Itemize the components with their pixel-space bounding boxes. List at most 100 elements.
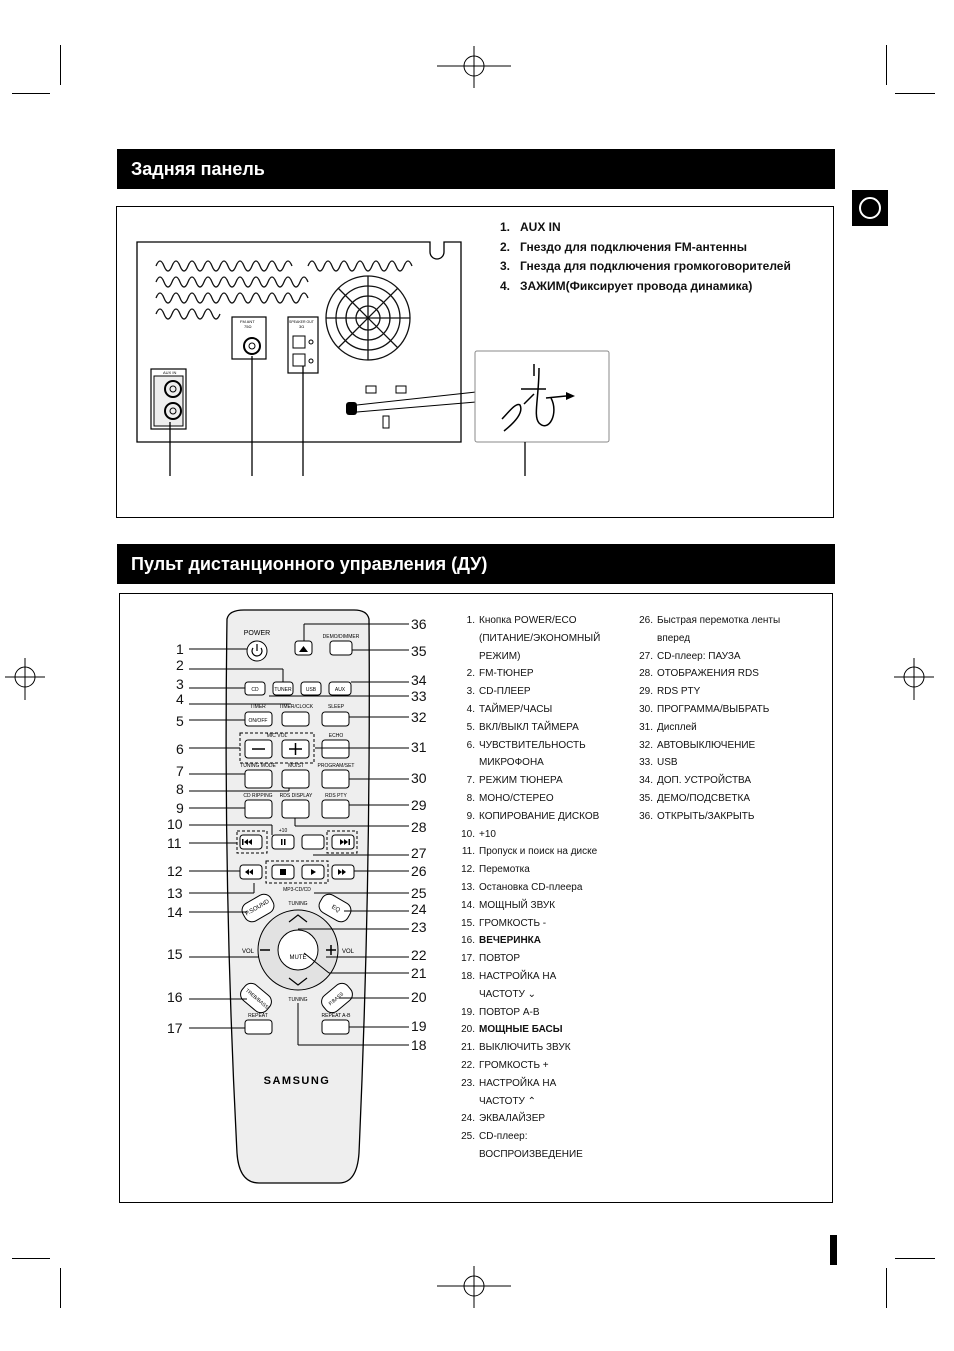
item-text: ВКЛ/ВЫКЛ ТАЙМЕРА [479, 721, 579, 733]
repeat-label: REPEAT [248, 1013, 268, 1019]
list-item: 36.ОТКРЫТЬ/ЗАКРЫТЬ [636, 808, 780, 826]
item-text: ОТОБРАЖЕНИЯ RDS [657, 668, 759, 680]
list-item: 1. Кнопка POWER/ECO [458, 612, 600, 630]
program-set-label: PROGRAM/SET [318, 763, 355, 769]
item-text: МОЩНЫЙ ЗВУК [479, 899, 556, 911]
vol-plus-label: VOL [342, 949, 355, 955]
list-item: 12. Перемотка [458, 861, 600, 879]
callout-30: 30 [411, 770, 427, 786]
mo-st-label: MO/ST [288, 763, 304, 769]
callout-21: 21 [411, 965, 427, 981]
brand-logo: SAMSUNG [264, 1075, 331, 1087]
list-item: 35.ДЕМО/ПОДСВЕТКА [636, 790, 780, 808]
echo-label: ECHO [329, 733, 344, 739]
item-text: Перемотка [479, 864, 530, 876]
aux-label: AUX [335, 687, 346, 693]
item-number: 24. [461, 1113, 475, 1125]
item-number [458, 1146, 475, 1164]
callout-33: 33 [411, 688, 427, 704]
list-item: вперед [636, 630, 780, 648]
item-number: 23. [461, 1077, 475, 1089]
list-item: 16.ВЕЧЕРИНКА [458, 932, 600, 950]
list-item: 29. RDS PTY [636, 683, 780, 701]
rear-panel-list: 1.AUX IN 2.Гнездо для подключения FM-ант… [500, 218, 791, 296]
list-item: 7.РЕЖИМ ТЮНЕРА [458, 772, 600, 790]
item-text: МИКРОФОНА [479, 757, 544, 769]
item-number [458, 986, 475, 1004]
item-text: FM-ТЮНЕР [479, 668, 534, 680]
item-number: 15. [461, 917, 475, 929]
item-number: 31. [639, 721, 653, 733]
item-text: МОНО/СТЕРЕО [479, 792, 554, 804]
list-item: 19.ПОВТОР A-B [458, 1004, 600, 1022]
eq-label: EQ [330, 904, 341, 914]
item-number: 1. [466, 615, 475, 626]
item-number [458, 648, 475, 666]
item-text: +10 [479, 828, 496, 840]
item-number: 29. [639, 686, 653, 698]
list-item: 20.МОЩНЫЕ БАСЫ [458, 1021, 600, 1039]
item-number: 7. [466, 775, 475, 787]
callout-13: 13 [167, 885, 183, 901]
item-number: 30. [639, 703, 653, 715]
cd-label: CD [251, 687, 259, 693]
item-number: 17. [461, 953, 475, 965]
tuner-label: TUNER [274, 687, 292, 693]
list-item: 25.CD-плеер: [458, 1128, 600, 1146]
mute-label: MUTE [290, 955, 307, 961]
item-number: 12. [461, 864, 475, 876]
item-number: 8. [466, 792, 475, 804]
speaker-out-label: SPEAKER OUT [289, 320, 315, 324]
list-item: 4.ЗАЖИМ (Фиксирует провода динамика) [500, 278, 753, 293]
item-number: 4. [466, 703, 475, 715]
item-number: 11. [461, 846, 475, 858]
item-number: 26. [639, 615, 653, 626]
list-item: 13.Остановка CD-плеера [458, 879, 600, 897]
item-number: 27. [639, 650, 653, 662]
tuning-mode-label: TUNING MODE [240, 763, 276, 769]
list-item: ЧАСТОТУ ⌄ [458, 986, 600, 1004]
callout-7: 7 [176, 763, 184, 779]
item-number [636, 630, 653, 648]
power-label: POWER [244, 630, 270, 637]
item-text: CD-плеер: [479, 1131, 528, 1143]
remote-illustration: POWER DEMO/DIMMER CD TUNER USB AUX TIMER… [189, 609, 409, 1184]
item-text: ОТКРЫТЬ/ЗАКРЫТЬ [657, 810, 755, 822]
item-number: 16. [461, 935, 475, 947]
item-text: CD-плеер: ПАУЗА [657, 650, 741, 662]
list-item: 10.+10 [458, 826, 600, 844]
item-text: ПОВТОР A-B [479, 1006, 540, 1018]
item-text: ЧАСТОТУ ⌃ [479, 1095, 537, 1107]
rear-panel-box [116, 206, 834, 518]
item-text: ГРОМКОСТЬ + [479, 1059, 549, 1071]
list-item: 9.КОПИРОВАНИЕ ДИСКОВ [458, 808, 600, 826]
item-text: RDS PTY [657, 686, 701, 698]
item-number: 3. [466, 686, 475, 698]
item-text: Кнопка POWER/ECO [479, 615, 577, 626]
item-text: КОПИРОВАНИЕ ДИСКОВ [479, 810, 600, 822]
list-item: 31.Дисплей [636, 719, 780, 737]
callout-15: 15 [167, 946, 183, 962]
list-item: 5.ВКЛ/ВЫКЛ ТАЙМЕРА [458, 719, 600, 737]
callout-14: 14 [167, 904, 183, 920]
sleep-label: SLEEP [328, 704, 345, 710]
item-text: ВЫКЛЮЧИТЬ ЗВУК [479, 1042, 571, 1054]
callout-1: 1 [176, 641, 184, 657]
list-item: (ПИТАНИЕ/ЭКОНОМНЫЙ [458, 630, 600, 648]
callout-24: 24 [411, 901, 427, 917]
callout-3: 3 [176, 676, 184, 692]
list-item: МИКРОФОНА [458, 754, 600, 772]
callout-27: 27 [411, 845, 427, 861]
tuning-down-label: TUNING [288, 997, 307, 1003]
list-item: 17. ПОВТОР [458, 950, 600, 968]
callout-20: 20 [411, 989, 427, 1005]
tuning-up-label: TUNING [288, 901, 307, 907]
aux-in-label: AUX IN [163, 370, 176, 375]
item-text: ПОВТОР [479, 953, 521, 965]
list-item: 28.ОТОБРАЖЕНИЯ RDS [636, 665, 780, 683]
list-item: 2.FM-ТЮНЕР [458, 665, 600, 683]
callout-26: 26 [411, 863, 427, 879]
